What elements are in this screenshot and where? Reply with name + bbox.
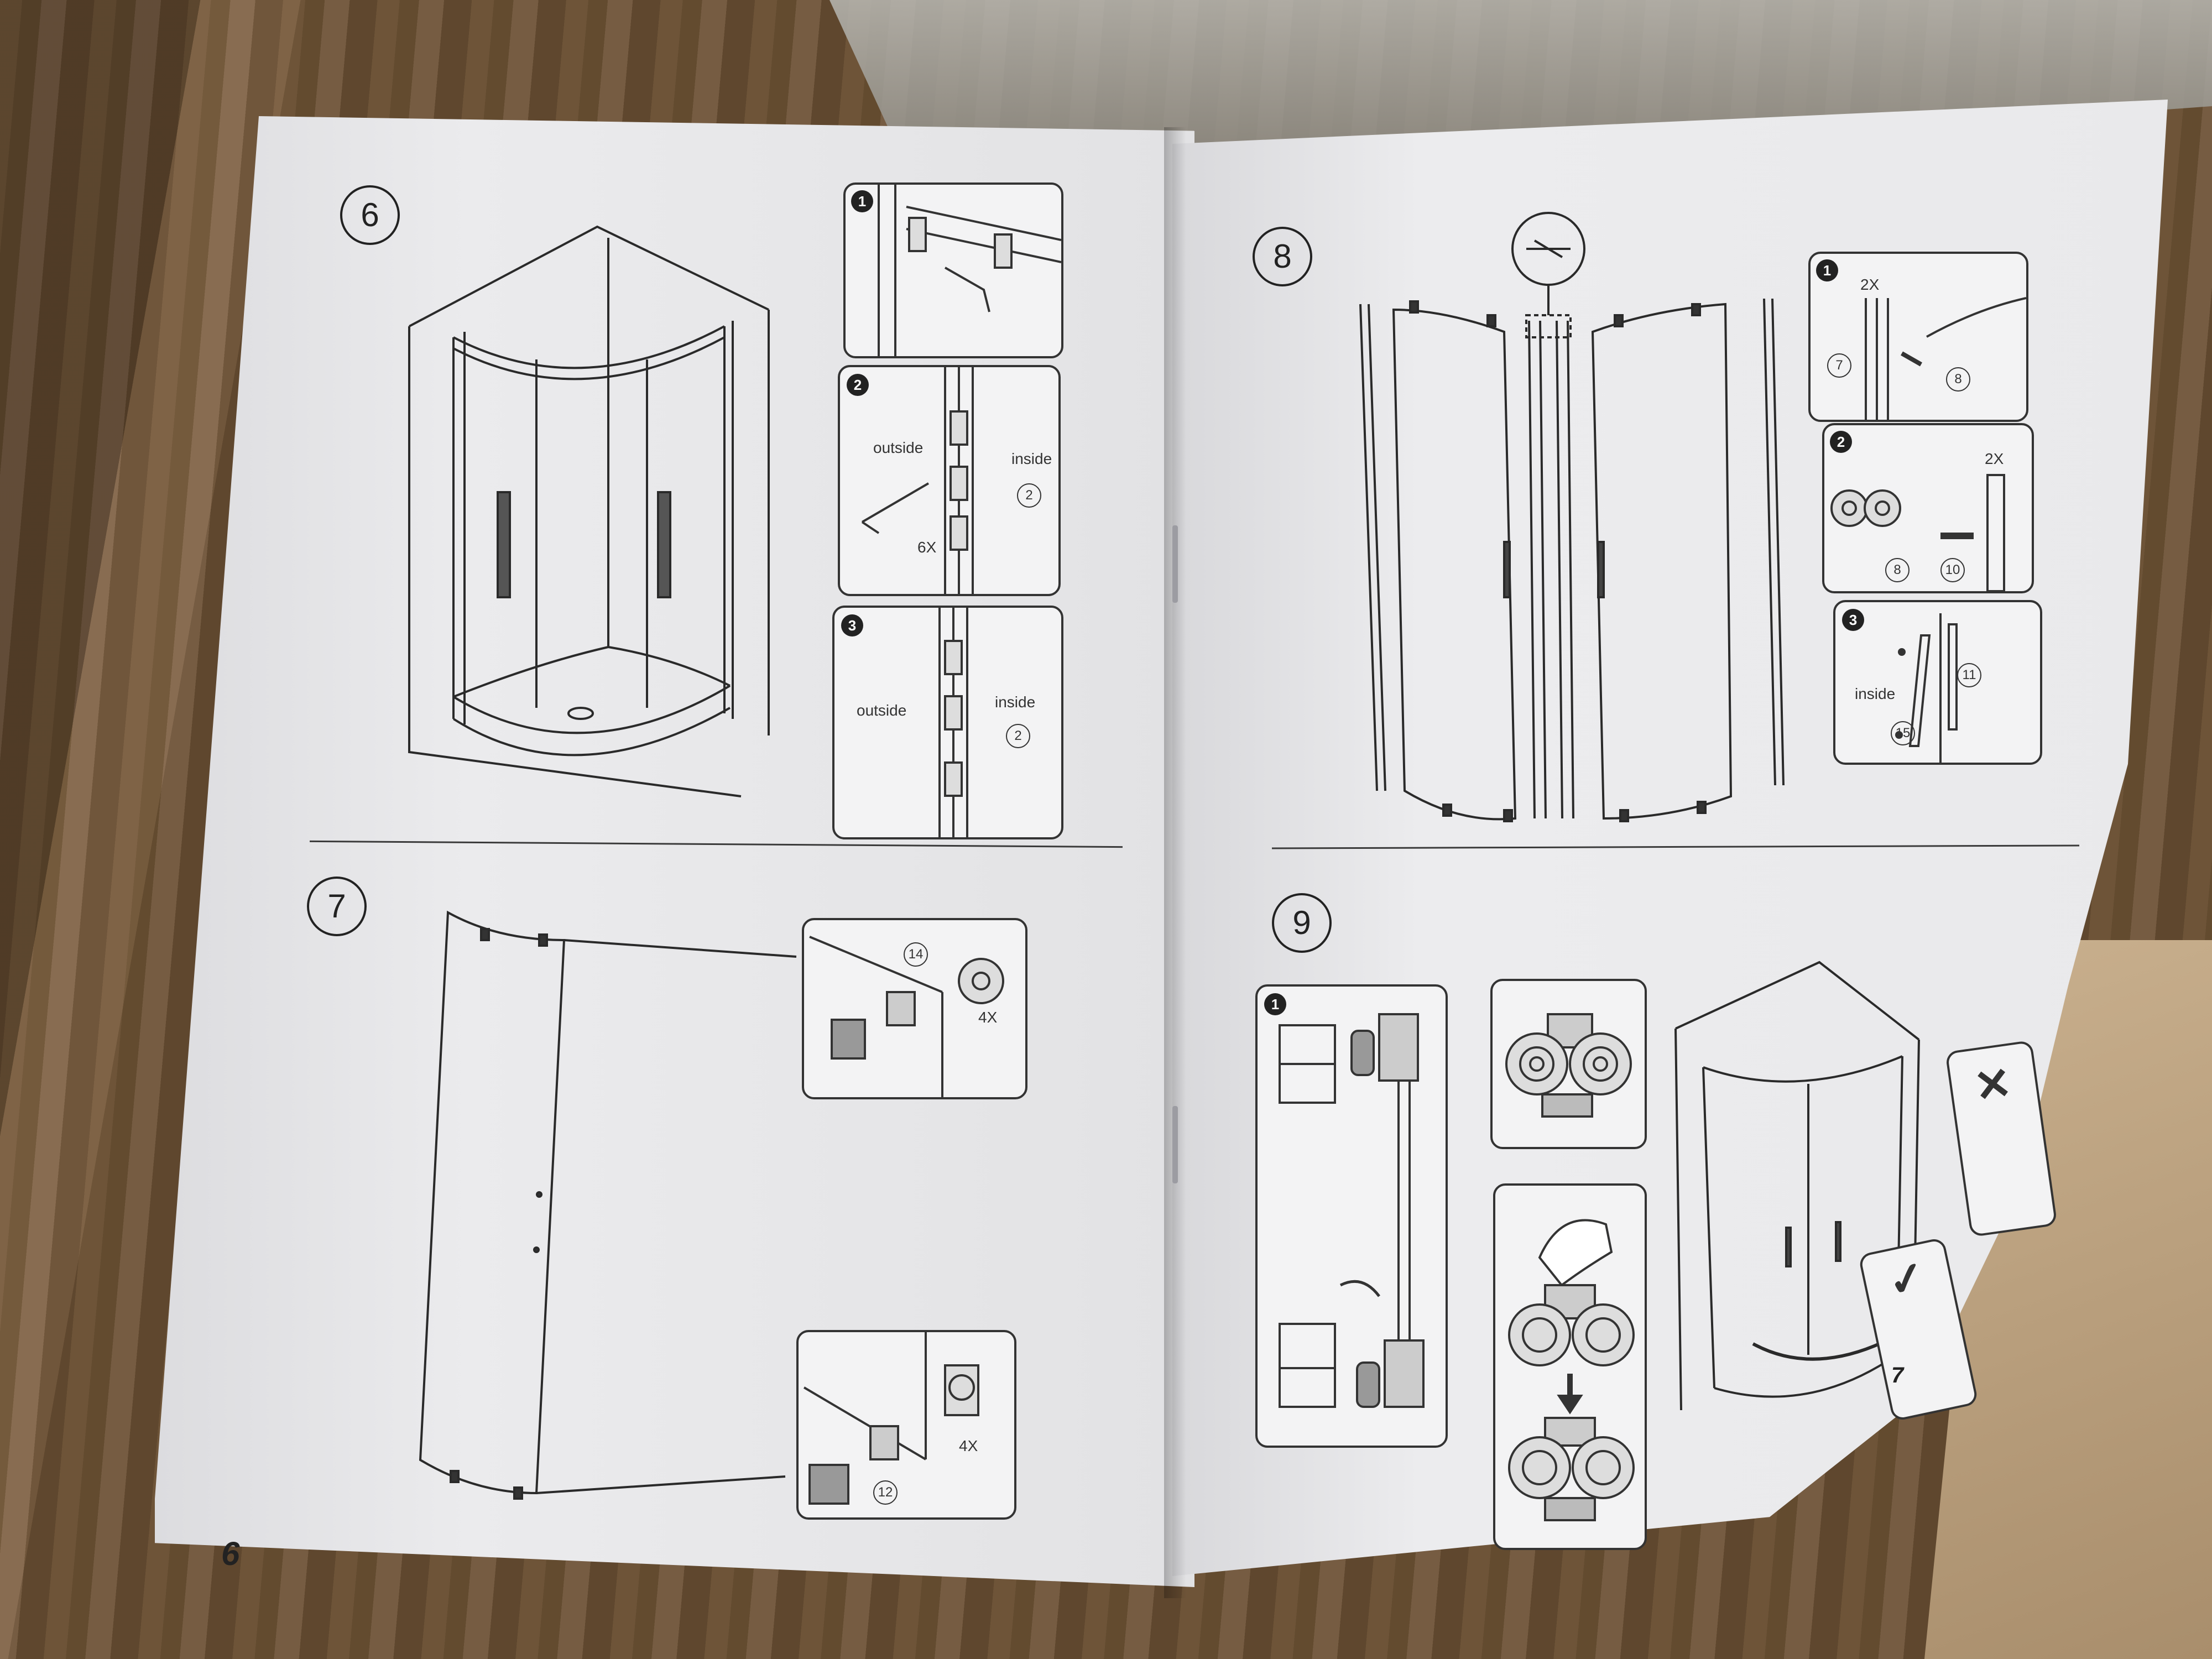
step-7-panel-drawing xyxy=(419,910,797,1500)
step-8-number: 8 xyxy=(1253,227,1312,286)
step-6-part-2: 2 xyxy=(1017,483,1041,508)
step-6-detail-3: 3 outside inside 2 xyxy=(832,606,1063,839)
step-8-detail-2-qty: 2X xyxy=(1985,450,2004,467)
step-6-outside-label: outside xyxy=(873,439,924,456)
step-6-detail-2-badge: 2 xyxy=(847,374,869,396)
step-6-quantity: 6X xyxy=(917,539,937,556)
step-6-enclosure-drawing xyxy=(408,225,770,797)
staple-bottom xyxy=(1172,1106,1178,1183)
right-page-number: 7 xyxy=(1891,1363,1904,1387)
step-8-detail-1: 1 2X 7 8 xyxy=(1808,252,2028,422)
step-8-detail-3: 3 inside 15 11 xyxy=(1833,600,2042,765)
step-6-detail-2: 2 outside inside 2 6X xyxy=(838,365,1061,596)
right-mark-icon: ✓ xyxy=(1884,1251,1931,1307)
staple-top xyxy=(1172,525,1178,603)
step-6-outside-label-2: outside xyxy=(857,702,907,719)
step-6-number: 6 xyxy=(340,185,400,245)
step-6-detail-1-badge: 1 xyxy=(851,190,873,212)
step-6-detail-3-badge: 3 xyxy=(841,614,863,637)
step-7-bottom-detail: 12 4X xyxy=(796,1330,1016,1520)
step-9-detail-1: 1 xyxy=(1255,984,1448,1448)
step-7-part-12: 12 xyxy=(873,1480,898,1505)
step-6-part-2b: 2 xyxy=(1006,724,1030,748)
wrong-mark-icon: ✕ xyxy=(1971,1057,2015,1112)
step-8-part-10: 10 xyxy=(1940,558,1965,582)
step-7-part-14: 14 xyxy=(904,942,928,967)
step-8-detail-1-badge: 1 xyxy=(1816,259,1838,281)
step-7-top-detail: 14 4X xyxy=(802,918,1027,1099)
step-6-detail-1: 1 xyxy=(843,182,1063,358)
step-9-detail-1-badge: 1 xyxy=(1264,993,1286,1015)
left-page-number: 6 xyxy=(221,1535,240,1572)
step-7-number: 7 xyxy=(307,877,367,936)
step-8-part-8: 8 xyxy=(1946,367,1970,392)
page-spine xyxy=(1164,127,1186,1598)
step-8-detail-2: 2 2X 8 10 xyxy=(1822,423,2034,593)
step-8-detail-2-badge: 2 xyxy=(1830,431,1852,453)
step-8-part-8b: 8 xyxy=(1885,558,1910,582)
step-7-bottom-quantity: 4X xyxy=(959,1437,978,1454)
step-8-detail-1-qty: 2X xyxy=(1860,276,1880,293)
step-8-part-7: 7 xyxy=(1827,353,1851,378)
step-9-number: 9 xyxy=(1272,893,1332,953)
step-7-top-quantity: 4X xyxy=(978,1009,998,1026)
step-9-roller-closeup xyxy=(1490,979,1647,1149)
step-8-detail-3-badge: 3 xyxy=(1842,609,1864,631)
step-9-roller-adjust xyxy=(1493,1183,1647,1550)
step-6-inside-label-2: inside xyxy=(995,693,1036,711)
manual-page-left xyxy=(155,116,1194,1587)
step-8-inside-label: inside xyxy=(1855,685,1896,702)
step-8-exploded-drawing xyxy=(1359,212,1785,822)
step-6-inside-label: inside xyxy=(1011,450,1052,467)
